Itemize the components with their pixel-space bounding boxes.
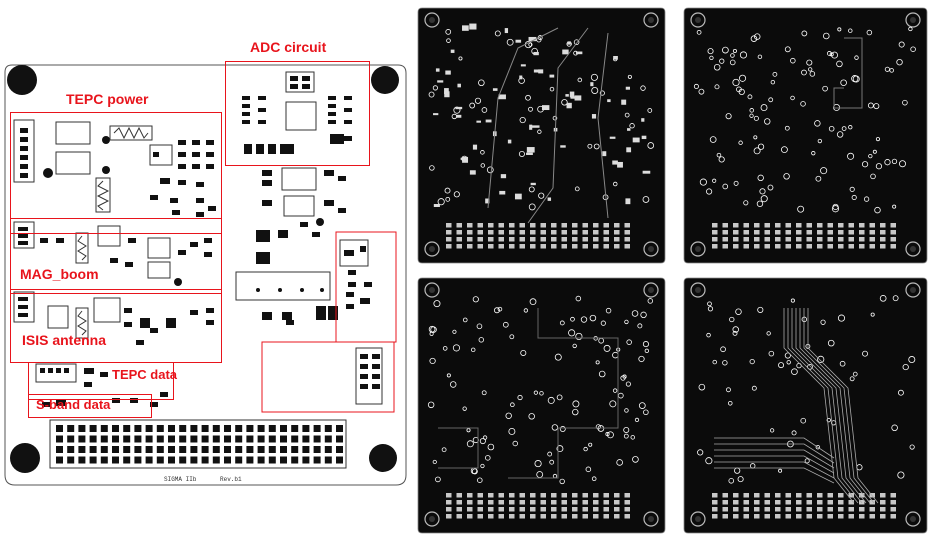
region-tepc-data xyxy=(28,362,174,400)
region-s-band-data xyxy=(28,394,152,418)
label-s-band-data: S-band data xyxy=(36,397,111,412)
region-adc-circuit xyxy=(225,61,370,166)
label-adc-circuit: ADC circuit xyxy=(250,39,327,55)
region-tepc-power xyxy=(10,112,222,234)
region-isis-antenna xyxy=(10,289,222,363)
label-tepc-power: TEPC power xyxy=(66,91,149,107)
board-name-text: SIGMA IIb xyxy=(164,476,197,483)
label-tepc-data: TEPC data xyxy=(112,367,178,382)
board-revision-text: Rev.b1 xyxy=(220,476,242,483)
region-mag-boom xyxy=(10,218,222,294)
label-mag-boom: MAG_boom xyxy=(20,266,99,282)
label-isis-antenna: ISIS antenna xyxy=(22,332,107,348)
